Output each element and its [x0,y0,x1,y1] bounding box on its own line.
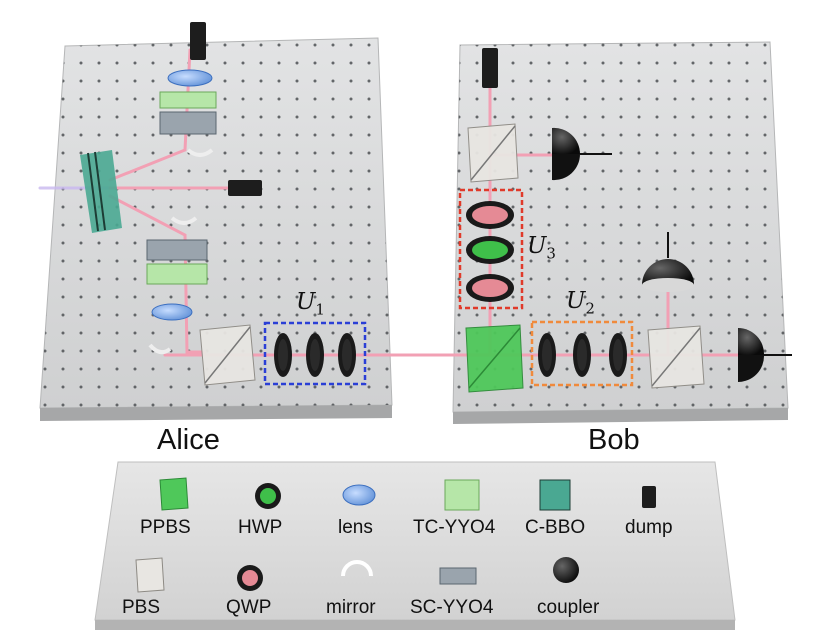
lens-icon [151,303,193,321]
u1-label: U1 [296,289,325,319]
dump-icon [642,486,656,508]
u1-subscript: 1 [315,300,325,319]
legend-ppbs-label: PPBS [140,517,191,538]
u2-box [530,320,634,387]
legend-c-bbo-label: C-BBO [525,517,586,538]
tc-yyo4-icon [159,91,217,109]
coupler-icon [738,328,792,382]
u3-waveplates [466,201,514,302]
lens-icon [342,484,376,506]
u3-label: U3 [527,233,556,263]
coupler-icon [552,127,612,181]
legend-qwp-label: QWP [226,597,272,618]
u3-symbol: U [527,233,547,259]
alice-components [80,22,367,386]
bob-table [452,41,789,424]
ppbs-icon [465,324,524,393]
dump-icon [482,48,498,88]
u1-box [263,321,367,386]
u3-subscript: 3 [546,244,556,263]
coupler-icon [553,557,579,583]
legend-mirror-label: mirror [326,597,376,618]
tc-yyo4-icon [444,479,480,511]
u2-symbol: U [566,288,586,314]
sc-yyo4-icon [439,567,477,585]
beam-alice-lower [108,194,207,354]
bob-components [458,48,792,393]
legend-hwp-label: HWP [238,517,283,538]
u1-waveplates [274,333,356,377]
lens-icon [167,69,213,87]
pbs-icon [647,325,705,389]
mirror-icon [170,216,198,225]
legend-sc-yyo4-label: SC-YYO4 [410,597,494,618]
c-bbo-icon [80,150,122,233]
c-bbo-icon [539,479,571,511]
pbs-icon [199,324,256,386]
alice-table [39,37,393,421]
legend-panel [94,461,736,630]
legend-coupler-label: coupler [537,597,600,618]
alice-label: Alice [157,424,220,456]
bob-label: Bob [588,424,640,456]
legend-dump-label: dump [625,517,673,538]
mirror-icon [186,148,214,157]
u3-box [458,188,524,310]
sc-yyo4-icon [146,239,208,261]
dump-icon [228,180,262,196]
dump-icon [190,22,206,60]
legend-tc-yyo4-label: TC-YYO4 [413,517,496,538]
u2-waveplates [538,333,627,377]
pbs-icon [135,557,165,593]
legend-lens-label: lens [338,517,373,538]
legend-pbs-label: PBS [122,597,161,618]
mirror-icon [148,343,172,355]
u2-subscript: 2 [585,299,595,318]
coupler-icon [642,232,694,292]
pbs-icon [467,123,519,183]
u1-symbol: U [296,289,316,315]
ppbs-icon [159,477,189,511]
u2-label: U2 [566,288,595,318]
sc-yyo4-icon [159,111,217,135]
mirror-icon [341,560,373,577]
tc-yyo4-icon [146,263,208,285]
